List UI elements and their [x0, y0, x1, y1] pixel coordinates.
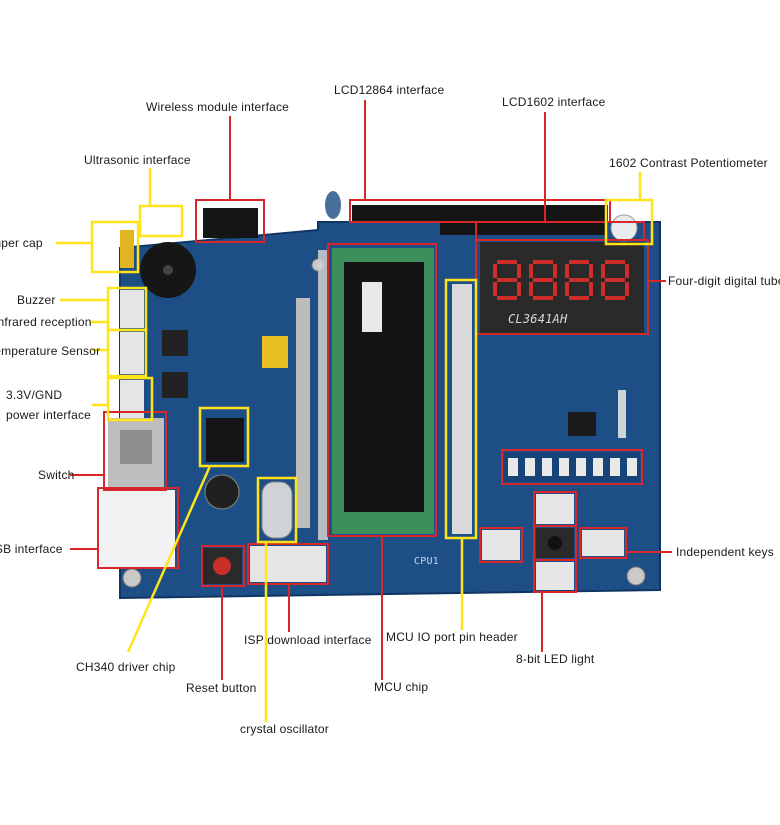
mounting-hole [626, 566, 646, 586]
label-infrared: Infrared reception [0, 315, 92, 329]
ch340-chip [206, 418, 244, 462]
label-wireless: Wireless module interface [146, 100, 290, 114]
mounting-hole [122, 568, 142, 588]
key-up [536, 494, 574, 524]
label-crystal: crystal oscillator [240, 722, 329, 736]
capacitor [325, 191, 341, 219]
electrolytic-cap [204, 474, 240, 510]
label-tube: Four-digit digital tube [668, 274, 780, 288]
wireless-header [203, 208, 258, 238]
key-down [536, 562, 574, 590]
label-reset: Reset button [186, 681, 257, 695]
label-led: 8-bit LED light [516, 652, 595, 666]
label-temperature: Temperature Sensor [0, 344, 101, 358]
rtc-crystal [618, 390, 626, 438]
potentiometer-knob [610, 214, 638, 242]
led-lights [508, 458, 637, 476]
label-potentiometer: 1602 Contrast Potentiometer [609, 156, 768, 170]
yellow-callout-boxes [90, 198, 654, 544]
isp-header [250, 546, 326, 582]
chip-label-sticker [362, 282, 382, 332]
label-power-2: power interface [6, 408, 92, 422]
label-jumper: Jumper cap [0, 236, 43, 250]
label-independent-keys: Independent keys [676, 545, 774, 559]
lcd12864-header [352, 205, 608, 221]
crystal-body [261, 481, 293, 539]
yellow-leader-lines [56, 168, 642, 722]
label-ultrasonic: Ultrasonic interface [84, 153, 191, 167]
label-mcu-chip: MCU chip [374, 680, 429, 694]
digital-tube-body [480, 242, 644, 334]
left-pin-header [318, 250, 328, 540]
infrared-connector [120, 290, 144, 328]
label-switch: Switch [38, 468, 75, 482]
tube-digits [493, 260, 629, 300]
red-leader-lines [70, 100, 672, 680]
ds1302-chip [568, 412, 596, 436]
label-isp: ISP download interface [244, 633, 372, 647]
io-pin-header [452, 284, 472, 534]
regulator [162, 330, 188, 356]
tube-part-number: CL3641AH [508, 312, 568, 326]
usb-port [100, 490, 175, 568]
label-buzzer: Buzzer [17, 293, 56, 307]
jumper-cap-2 [262, 336, 288, 368]
label-power-1: 3.3V/GND [6, 388, 63, 402]
jumper-cap [120, 230, 134, 268]
label-usb: USB interface [0, 542, 63, 556]
mcu-chip-body [344, 262, 424, 512]
key-right [582, 530, 624, 556]
label-lcd1602: LCD1602 interface [502, 95, 606, 109]
key-left [482, 530, 520, 560]
lcd1602-header [440, 221, 606, 235]
cpu-silkscreen: CPU1 [414, 556, 439, 567]
temperature-connector [120, 332, 144, 374]
label-lcd12864: LCD12864 interface [334, 83, 445, 97]
label-io-header: MCU IO port pin header [386, 630, 518, 644]
label-ch340: CH340 driver chip [76, 660, 176, 674]
left-io-header [296, 298, 310, 528]
